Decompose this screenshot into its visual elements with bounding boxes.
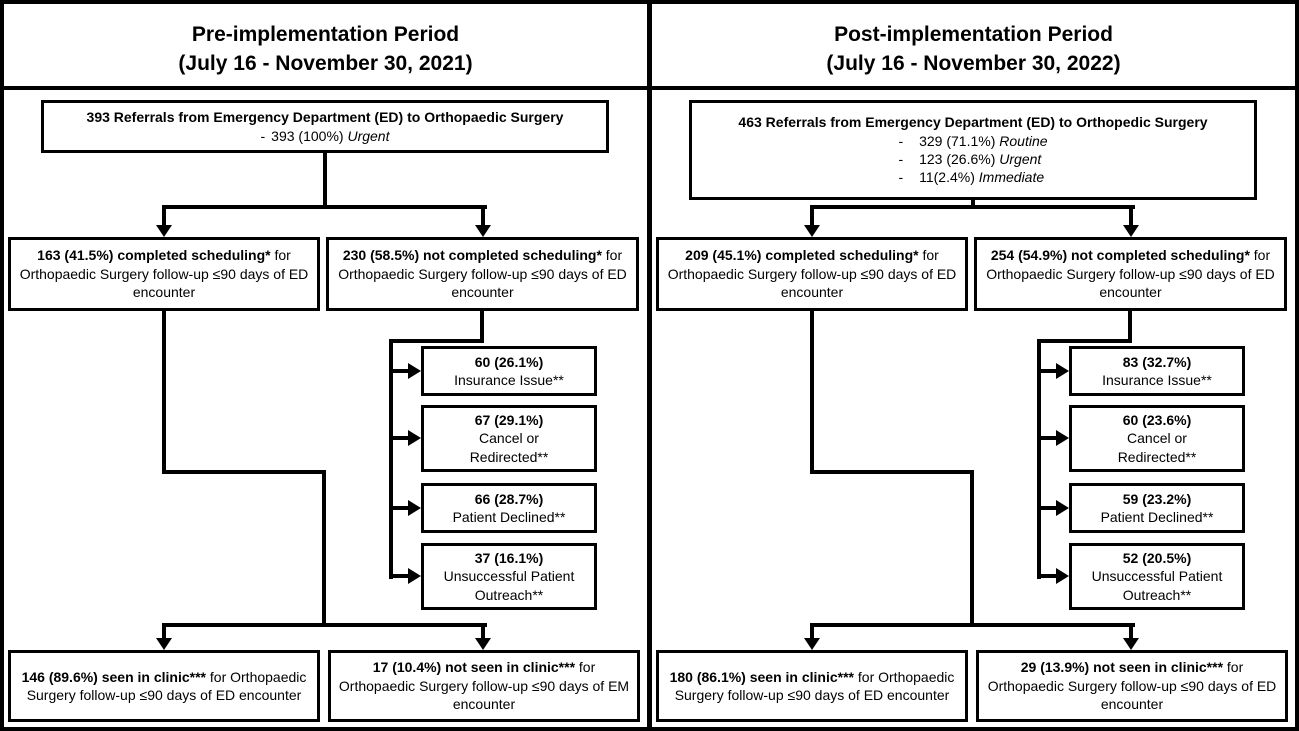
reason-box-declined: 59 (23.2%) Patient Declined**	[1069, 483, 1245, 533]
arrow-down-icon	[156, 638, 172, 650]
arrow-right-icon	[1056, 430, 1069, 446]
arrow-down-icon	[804, 638, 820, 650]
connector-reasons-rail	[389, 339, 393, 579]
arrow-down-icon	[475, 638, 491, 650]
connector-reason-branch	[393, 369, 409, 373]
connector-clinic-bar	[162, 623, 487, 627]
connector-clinic-jog	[810, 470, 974, 474]
referral-breakdown-item: -123 (26.6%) Urgent	[898, 151, 1042, 167]
reason-box-insurance: 83 (32.7%) Insurance Issue**	[1069, 346, 1245, 396]
arrow-down-icon	[156, 225, 172, 237]
referral-breakdown-item: -329 (71.1%) Routine	[898, 132, 1048, 149]
connector-reasons-stem	[480, 311, 484, 343]
panel-header: Pre-implementation Period (July 16 - Nov…	[4, 20, 647, 79]
panel-pre-implementation: Pre-implementation Period (July 16 - Nov…	[4, 4, 647, 727]
referral-breakdown-item: -11(2.4%) Immediate	[898, 169, 1045, 186]
connector-clinic-stub-right	[481, 627, 485, 640]
referrals-box: 463 Referrals from Emergency Department …	[689, 100, 1257, 200]
completed-scheduling-box: 209 (45.1%) completed scheduling* for Or…	[656, 237, 968, 311]
arrow-right-icon	[408, 363, 421, 379]
arrow-right-icon	[408, 568, 421, 584]
not-completed-scheduling-box: 230 (58.5%) not completed scheduling* fo…	[326, 237, 639, 311]
connector-clinic-bar	[810, 623, 1135, 627]
connector-reason-branch	[1041, 506, 1057, 510]
arrow-right-icon	[1056, 500, 1069, 516]
referral-breakdown: -329 (71.1%) Routine -123 (26.6%) Urgent…	[898, 132, 1047, 187]
completed-scheduling-box: 163 (41.5%) completed scheduling* for Or…	[8, 237, 320, 311]
connector-reason-branch	[393, 574, 409, 578]
panel-dates: (July 16 - November 30, 2021)	[178, 52, 473, 76]
seen-in-clinic-box: 180 (86.1%) seen in clinic*** for Orthop…	[656, 650, 968, 722]
referral-breakdown: -393 (100%) Urgent	[261, 127, 390, 145]
connector-split-stub-left	[162, 209, 166, 227]
referrals-title: 393 Referrals from Emergency Department …	[86, 109, 564, 126]
connector-split-bar	[162, 205, 487, 209]
connector-reason-branch	[393, 436, 409, 440]
connector-reasons-jog	[1037, 339, 1132, 343]
referrals-box: 393 Referrals from Emergency Department …	[41, 100, 609, 153]
reason-box-cancel: 60 (23.6%) Cancel or Redirected**	[1069, 405, 1245, 472]
connector-reason-branch	[1041, 436, 1057, 440]
not-seen-in-clinic-box: 17 (10.4%) not seen in clinic*** for Ort…	[328, 650, 640, 722]
connector-split-stub-right	[481, 209, 485, 227]
connector-split-stub-right	[1129, 209, 1133, 227]
connector-clinic-stub-left	[162, 627, 166, 640]
connector-clinic-stub-left	[810, 627, 814, 640]
connector-clinic-stem	[162, 311, 166, 474]
panel-title: Pre-implementation Period	[191, 23, 460, 46]
connector-top-stem	[971, 200, 975, 209]
referral-breakdown-item: -393 (100%) Urgent	[260, 127, 390, 144]
connector-split-bar	[810, 205, 1135, 209]
reason-box-insurance: 60 (26.1%) Insurance Issue**	[421, 346, 597, 396]
reason-box-outreach: 37 (16.1%) Unsuccessful Patient Outreach…	[421, 543, 597, 610]
referrals-title: 463 Referrals from Emergency Department …	[738, 114, 1208, 131]
not-completed-scheduling-box: 254 (54.9%) not completed scheduling* fo…	[974, 237, 1287, 311]
connector-clinic-jog	[162, 470, 326, 474]
connector-reasons-rail	[1037, 339, 1041, 579]
reason-box-declined: 66 (28.7%) Patient Declined**	[421, 483, 597, 533]
reason-box-cancel: 67 (29.1%) Cancel or Redirected**	[421, 405, 597, 472]
arrow-down-icon	[804, 225, 820, 237]
arrow-down-icon	[1123, 638, 1139, 650]
connector-clinic-stub-right	[1129, 627, 1133, 640]
panel-header: Post-implementation Period (July 16 - No…	[652, 20, 1295, 79]
reason-box-outreach: 52 (20.5%) Unsuccessful Patient Outreach…	[1069, 543, 1245, 610]
connector-reason-branch	[393, 506, 409, 510]
panel-divider	[647, 4, 652, 727]
connector-clinic-rail	[970, 470, 974, 627]
arrow-down-icon	[1123, 225, 1139, 237]
panel-post-implementation: Post-implementation Period (July 16 - No…	[652, 4, 1295, 727]
panel-dates: (July 16 - November 30, 2022)	[826, 52, 1121, 76]
not-seen-in-clinic-box: 29 (13.9%) not seen in clinic*** for Ort…	[976, 650, 1288, 722]
connector-reasons-stem	[1128, 311, 1132, 343]
connector-split-stub-left	[810, 209, 814, 227]
seen-in-clinic-box: 146 (89.6%) seen in clinic*** for Orthop…	[8, 650, 320, 722]
arrow-down-icon	[475, 225, 491, 237]
panel-title: Post-implementation Period	[834, 23, 1113, 46]
connector-top-stem	[323, 153, 327, 209]
arrow-right-icon	[408, 430, 421, 446]
connector-reason-branch	[1041, 574, 1057, 578]
connector-reasons-jog	[389, 339, 484, 343]
arrow-right-icon	[1056, 568, 1069, 584]
arrow-right-icon	[1056, 363, 1069, 379]
connector-clinic-rail	[322, 470, 326, 627]
connector-clinic-stem	[810, 311, 814, 474]
arrow-right-icon	[408, 500, 421, 516]
connector-reason-branch	[1041, 369, 1057, 373]
